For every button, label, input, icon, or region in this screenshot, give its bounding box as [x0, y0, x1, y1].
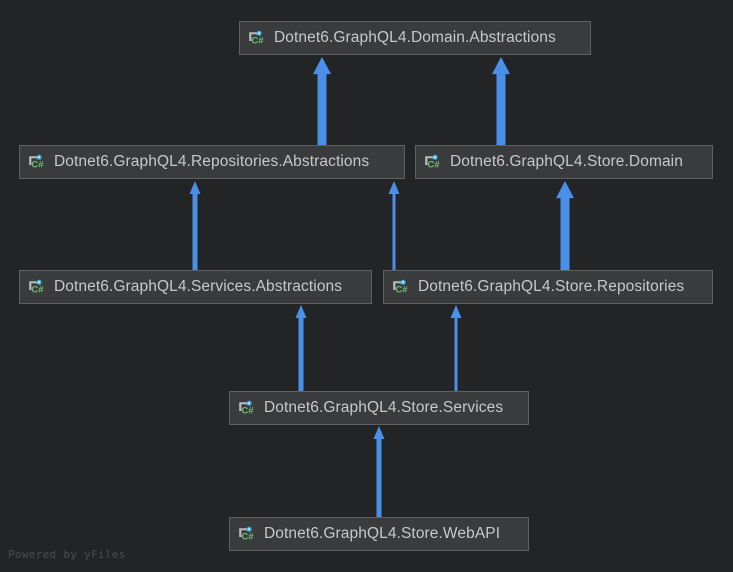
arrow-head-icon — [492, 57, 510, 75]
arrow-shaft — [317, 72, 327, 145]
svg-text:C#: C# — [251, 35, 264, 46]
arrow-head-icon — [373, 426, 385, 439]
csharp-project-icon: C# — [247, 29, 265, 47]
dependency-arrow — [450, 305, 462, 391]
graph-node-repositories-abstractions[interactable]: C# Dotnet6.GraphQL4.Repositories.Abstract… — [19, 145, 405, 179]
graph-node-store-webapi[interactable]: C# Dotnet6.GraphQL4.Store.WebAPI — [229, 517, 529, 551]
dependency-arrow — [313, 57, 331, 145]
arrow-shaft — [192, 192, 198, 270]
svg-text:C#: C# — [395, 284, 408, 295]
arrow-head-icon — [450, 305, 462, 318]
arrow-head-icon — [313, 57, 331, 75]
dependency-arrow — [556, 181, 574, 270]
arrow-shaft — [298, 316, 304, 391]
dependency-arrow — [388, 181, 400, 270]
arrow-head-icon — [189, 181, 201, 194]
graph-node-store-services[interactable]: C# Dotnet6.GraphQL4.Store.Services — [229, 391, 529, 425]
arrow-shaft — [560, 196, 570, 270]
csharp-project-icon: C# — [27, 278, 45, 296]
graph-node-domain-abstractions[interactable]: C# Dotnet6.GraphQL4.Domain.Abstractions — [239, 21, 591, 55]
csharp-project-icon: C# — [237, 399, 255, 417]
yfiles-watermark: Powered by yFiles — [8, 548, 126, 561]
graph-node-label: Dotnet6.GraphQL4.Store.Repositories — [418, 278, 685, 296]
dependency-arrow — [189, 181, 201, 270]
graph-node-store-domain[interactable]: C# Dotnet6.GraphQL4.Store.Domain — [415, 145, 713, 179]
csharp-project-icon: C# — [27, 153, 45, 171]
arrow-shaft — [376, 437, 382, 517]
arrow-shaft — [392, 192, 396, 270]
svg-text:C#: C# — [427, 159, 440, 170]
svg-text:C#: C# — [31, 284, 44, 295]
graph-node-label: Dotnet6.GraphQL4.Store.Domain — [450, 153, 683, 171]
arrow-head-icon — [388, 181, 400, 194]
dependency-arrow — [492, 57, 510, 145]
graph-node-store-repositories[interactable]: C# Dotnet6.GraphQL4.Store.Repositories — [383, 270, 713, 304]
graph-node-services-abstractions[interactable]: C# Dotnet6.GraphQL4.Services.Abstractions — [19, 270, 372, 304]
dependency-arrow — [295, 305, 307, 391]
csharp-project-icon: C# — [423, 153, 441, 171]
arrow-head-icon — [295, 305, 307, 318]
arrow-head-icon — [556, 181, 574, 199]
graph-node-label: Dotnet6.GraphQL4.Domain.Abstractions — [274, 29, 556, 47]
arrow-shaft — [496, 72, 506, 145]
svg-text:C#: C# — [241, 405, 254, 416]
graph-node-label: Dotnet6.GraphQL4.Services.Abstractions — [54, 278, 343, 296]
svg-text:C#: C# — [241, 531, 254, 542]
csharp-project-icon: C# — [391, 278, 409, 296]
dependency-arrow — [373, 426, 385, 517]
svg-text:C#: C# — [31, 159, 44, 170]
arrow-shaft — [454, 316, 458, 391]
graph-node-label: Dotnet6.GraphQL4.Store.WebAPI — [264, 525, 501, 543]
graph-node-label: Dotnet6.GraphQL4.Store.Services — [264, 399, 504, 417]
graph-node-label: Dotnet6.GraphQL4.Repositories.Abstractio… — [54, 153, 370, 171]
csharp-project-icon: C# — [237, 525, 255, 543]
